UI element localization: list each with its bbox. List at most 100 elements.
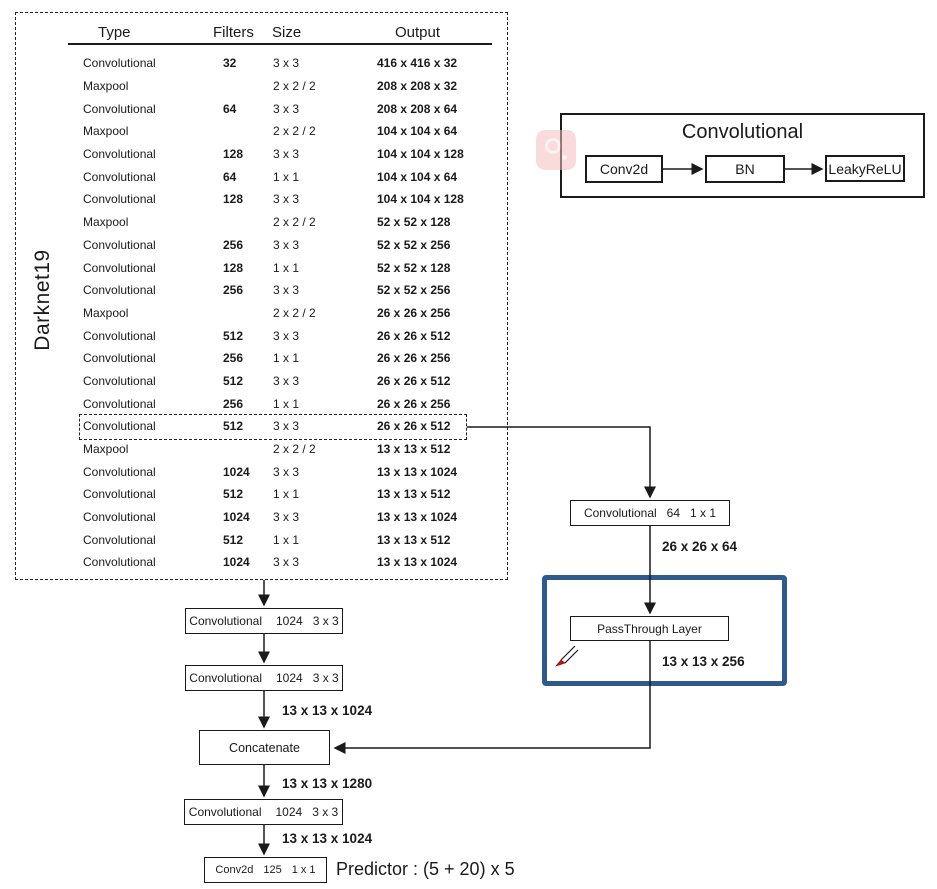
after-conv-c-dim-label: 13 x 13 x 1024: [282, 831, 373, 846]
table-cell-type: Convolutional: [83, 532, 156, 547]
magnifier-glyph: [545, 138, 561, 154]
table-cell-output: 26 x 26 x 256: [377, 351, 451, 366]
table-cell-type: Maxpool: [83, 305, 129, 320]
table-cell-filters: 256: [223, 237, 244, 252]
table-cell-output: 26 x 26 x 256: [377, 305, 451, 320]
flow-conv-c-size: 3 x 3: [312, 805, 339, 819]
table-cell-output: 13 x 13 x 512: [377, 487, 451, 502]
table-cell-type: Maxpool: [83, 215, 129, 230]
flow-conv-a-label: Convolutional: [189, 614, 262, 628]
after-conv-b-dim-label: 13 x 13 x 1024: [282, 703, 373, 718]
table-cell-output: 52 x 52 x 256: [377, 283, 451, 298]
table-cell-filters: 512: [223, 532, 244, 547]
passthrough-frame: [542, 575, 787, 686]
table-cell-size: 1 x 1: [273, 260, 300, 275]
table-cell-size: 3 x 3: [273, 101, 300, 116]
predictor-conv-filters: 125: [263, 864, 282, 876]
table-cell-output: 13 x 13 x 512: [377, 442, 451, 457]
flow-conv-b-node: Convolutional 1024 3 x 3: [185, 665, 343, 691]
flow-conv-b-size: 3 x 3: [312, 671, 339, 685]
table-cell-size: 3 x 3: [273, 237, 300, 252]
table-cell-size: 3 x 3: [273, 419, 300, 434]
table-header-filters: Filters: [213, 24, 254, 41]
table-header-type: Type: [98, 24, 131, 41]
branch-conv-label: Convolutional: [583, 506, 657, 520]
flow-conv-a-node: Convolutional 1024 3 x 3: [185, 608, 343, 634]
table-cell-type: Convolutional: [83, 169, 156, 184]
table-cell-output: 13 x 13 x 1024: [377, 464, 458, 479]
table-cell-size: 3 x 3: [273, 147, 300, 162]
table-cell-size: 3 x 3: [273, 373, 300, 388]
table-cell-filters: 512: [223, 373, 244, 388]
concatenate-label: Concatenate: [229, 740, 300, 755]
flow-conv-b-filters: 1024: [276, 671, 303, 685]
table-cell-type: Convolutional: [83, 283, 156, 298]
table-cell-output: 13 x 13 x 512: [377, 532, 451, 547]
flow-conv-a-size: 3 x 3: [312, 614, 339, 628]
table-header-rule: [68, 43, 492, 45]
table-cell-size: 2 x 2 / 2: [273, 79, 316, 94]
table-cell-filters: 128: [223, 147, 244, 162]
table-cell-filters: 1024: [223, 464, 250, 479]
table-cell-type: Convolutional: [83, 396, 156, 411]
table-cell-type: Convolutional: [83, 373, 156, 388]
predictor-conv-label: Conv2d: [215, 864, 254, 876]
table-cell-filters: 256: [223, 351, 244, 366]
table-cell-size: 2 x 2 / 2: [273, 442, 316, 457]
table-cell-output: 104 x 104 x 128: [377, 147, 464, 162]
table-cell-filters: 512: [223, 419, 244, 434]
flow-conv-b-label: Convolutional: [189, 671, 262, 685]
table-cell-filters: 128: [223, 192, 244, 207]
passthrough-node: PassThrough Layer: [570, 616, 729, 641]
table-cell-filters: 64: [223, 169, 237, 184]
bn-node: BN: [705, 155, 785, 183]
table-cell-size: 1 x 1: [273, 351, 300, 366]
branch-dim-label: 26 x 26 x 64: [662, 539, 738, 554]
table-cell-filters: 256: [223, 283, 244, 298]
table-header-output: Output: [395, 24, 441, 41]
table-cell-size: 1 x 1: [273, 169, 300, 184]
table-cell-filters: 512: [223, 328, 244, 343]
branch-conv-node: Convolutional 64 1 x 1: [570, 500, 730, 526]
table-header-size: Size: [272, 24, 302, 41]
table-cell-filters: 32: [223, 56, 237, 71]
table-cell-size: 3 x 3: [273, 56, 300, 71]
table-cell-size: 3 x 3: [273, 555, 300, 570]
darknet19-label: Darknet19: [31, 249, 54, 351]
flow-conv-c-label: Convolutional: [188, 805, 262, 819]
concatenate-node: Concatenate: [199, 730, 330, 765]
table-cell-output: 26 x 26 x 512: [377, 328, 451, 343]
passthrough-label: PassThrough Layer: [597, 621, 702, 636]
table-cell-type: Convolutional: [83, 101, 156, 116]
table-cell-type: Convolutional: [83, 237, 156, 252]
table-cell-type: Convolutional: [83, 419, 156, 434]
predictor-text: Predictor : (5 + 20) x 5: [336, 859, 515, 879]
table-cell-output: 13 x 13 x 1024: [377, 555, 458, 570]
table-cell-size: 3 x 3: [273, 328, 300, 343]
table-cell-output: 26 x 26 x 512: [377, 419, 451, 434]
table-cell-output: 52 x 52 x 128: [377, 215, 451, 230]
table-cell-filters: 1024: [223, 510, 250, 525]
table-cell-size: 3 x 3: [273, 464, 300, 479]
pen-cursor-icon: [555, 645, 579, 667]
leakyrelu-node: LeakyReLU: [825, 155, 905, 182]
table-cell-output: 104 x 104 x 64: [377, 169, 458, 184]
highlighted-row-box: [79, 414, 467, 440]
table-cell-size: 1 x 1: [273, 396, 300, 411]
table-cell-output: 13 x 13 x 1024: [377, 510, 458, 525]
flow-conv-a-filters: 1024: [276, 614, 303, 628]
